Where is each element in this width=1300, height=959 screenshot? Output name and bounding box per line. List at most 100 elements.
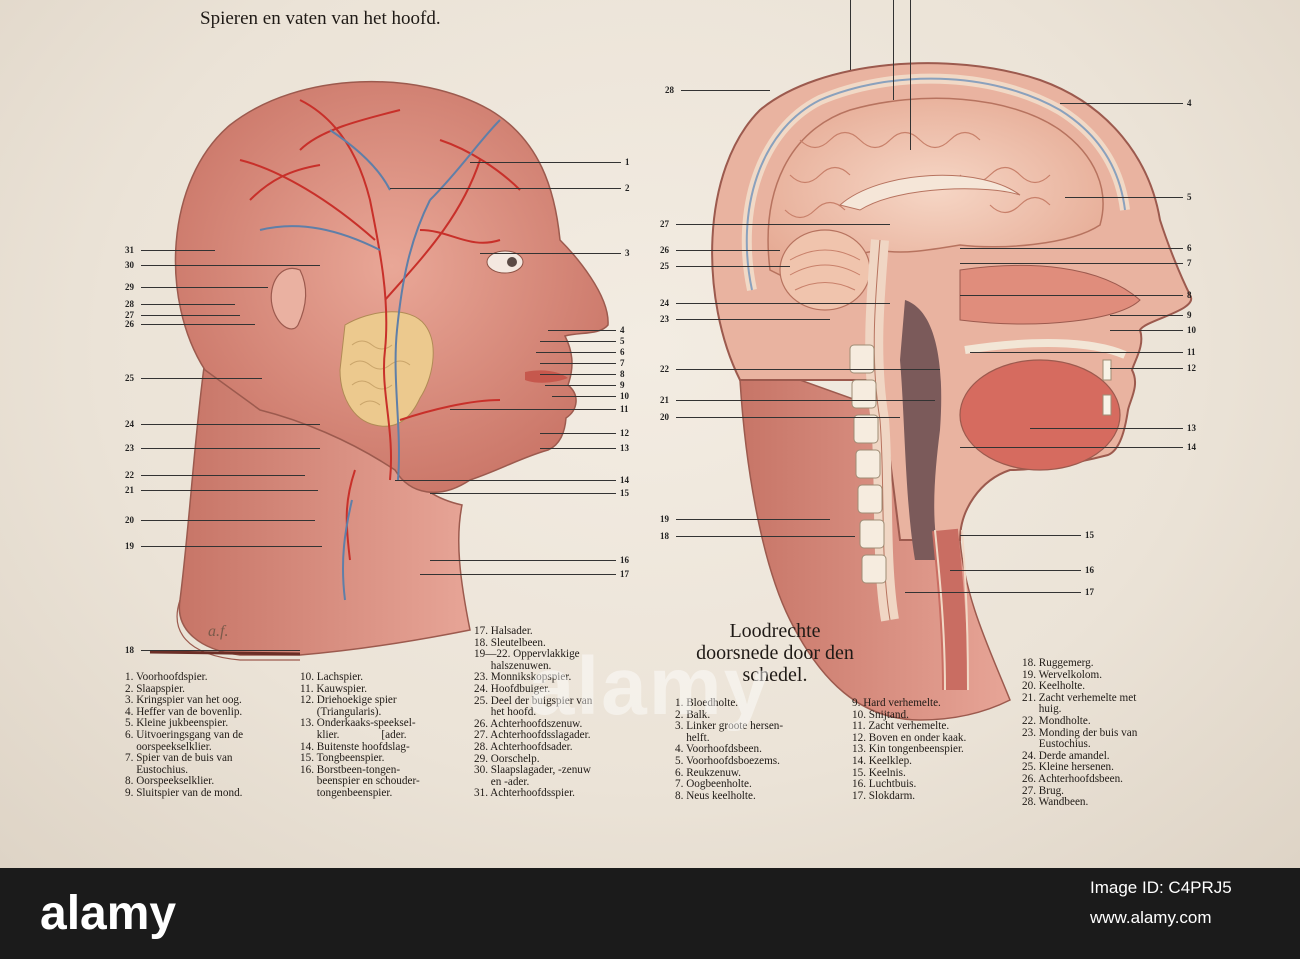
right-leader-line [676,224,890,225]
left-leader-line [420,574,616,575]
left-leader-line [141,378,262,379]
left-leader-line [470,162,621,163]
legend-item: 12. Driehoekige spier [300,694,397,707]
anatomy-illustrations: a.f. [149,62,1193,721]
right-label-8: 8 [1187,290,1192,300]
right-leader-line [676,266,790,267]
left-leader-line [141,250,215,251]
legend-item: 1. Bloedholte. [675,697,739,709]
legend-item: 27. Achterhoofdsslagader. [474,729,591,742]
right-label-7: 7 [1187,258,1192,268]
left-label-30: 30 [125,260,134,270]
right-leader-line [1065,197,1183,198]
legend-item: Eustochius. [125,763,189,776]
left-leader-line [141,448,320,449]
left-label-17: 17 [620,569,629,579]
left-label-19: 19 [125,541,134,551]
right-leader-line [676,303,890,304]
left-leader-line [450,409,616,410]
left-title: Spieren en vaten van het hoofd. [200,8,441,29]
legend-item: 19. Wervelkolom. [1022,668,1102,681]
legend-item: 18. Sleutelbeen. [474,636,546,649]
vertebrae [849,344,887,584]
legend-item: halszenuwen. [474,659,552,672]
footer-url[interactable]: www.alamy.com [1090,908,1212,927]
legend-item: beenspier en schouder- [300,775,420,788]
right-leader-line [960,248,1183,249]
left-leader-line [552,396,616,397]
right-leader-line [960,447,1183,448]
legend-item: 29. Oorschelp. [474,752,540,765]
left-label-3: 3 [625,248,630,258]
left-label-8: 8 [620,369,625,379]
left-leader-line [141,520,315,521]
right-label-27: 27 [660,219,669,229]
right-label-13: 13 [1187,423,1196,433]
left-leader-line [141,315,240,316]
legend-item: 28. Wandbeen. [1022,796,1089,809]
sagittal-section-figure [711,62,1193,721]
legend-item: 9. Hard verhemelte. [852,697,941,709]
legend-item: en -ader. [474,775,530,788]
watermark: alamy [528,641,772,732]
left-label-28: 28 [125,299,134,309]
right-label-25: 25 [660,261,669,271]
legend-item: 5. Kleine jukbeenspier. [125,717,229,730]
legend-item: 10. Lachspier. [300,671,364,683]
left-legend-col2: 10. Lachspier.11. Kauwspier.12. Driehoek… [300,671,420,800]
legend-item: 12. Boven en onder kaak. [852,731,967,744]
left-label-15: 15 [620,488,629,498]
right-legend-col3: 18. Ruggemerg.19. Wervelkolom.20. Keelho… [1022,657,1137,809]
legend-item: 20. Keelholte. [1022,680,1086,693]
veins [259,119,501,601]
right-label-14: 14 [1187,442,1196,452]
footer-logo[interactable]: alamy [40,887,177,940]
legend-item: 6. Uitvoeringsgang van de [125,728,244,741]
right-label-20: 20 [660,412,669,422]
legend-item: 10. Snijtand. [852,708,909,721]
legend-item: tongenbeenspier. [300,786,393,799]
legend-item: Eustochius. [1022,738,1091,751]
head-muscles [174,80,609,494]
legend-item: 8. Oorspeekselklier. [125,775,215,788]
left-label-27: 27 [125,310,134,320]
left-leader-line [540,341,616,342]
left-label-2: 2 [625,183,630,193]
legend-item: 3. Kringspier van het oog. [125,694,242,707]
anatomy-plate: a.f. Spieren en vaten van het hoofd. Loo… [0,0,1300,868]
signature: a.f. [208,623,228,640]
legend-item: 22. Mondholte. [1022,714,1091,727]
right-leader-line [1060,103,1183,104]
left-leader-line [141,424,320,425]
right-leader-line [1030,428,1183,429]
right-leader-line [681,90,770,91]
left-leader-line [540,433,616,434]
legend-item: 27. Brug. [1022,784,1064,797]
left-label-11: 11 [620,404,629,414]
legend-item: 15. Keelnis. [852,766,906,779]
left-leader-line [540,448,616,449]
legend-item: 3. Linker groote hersen- [675,720,784,733]
legend-item: 2. Slaapspier. [125,682,185,695]
right-leader-line [960,535,1081,536]
right-leader-line [676,319,830,320]
legend-item: 9. Sluitspier van de mond. [125,786,243,799]
right-title-line-3: schedel. [742,664,808,686]
legend-item: 18. Ruggemerg. [1022,657,1094,669]
right-label-26: 26 [660,245,669,255]
legend-item: 11. Kauwspier. [300,682,368,695]
left-leader-line [540,374,616,375]
parotid-gland [339,311,434,427]
footer-bar [0,868,1300,959]
left-leader-line [395,480,616,481]
right-leader-line [970,352,1183,353]
right-label-21: 21 [660,395,669,405]
right-title-line-1: Loodrechte [729,620,821,642]
right-leader-line [1110,368,1183,369]
legend-item: oorspeekselklier. [125,740,212,753]
left-leader-line [141,265,320,266]
legend-item: 19—22. Oppervlakkige [474,648,580,661]
right-label-22: 22 [660,364,669,374]
left-label-29: 29 [125,282,134,292]
right-label-4: 4 [1187,98,1192,108]
